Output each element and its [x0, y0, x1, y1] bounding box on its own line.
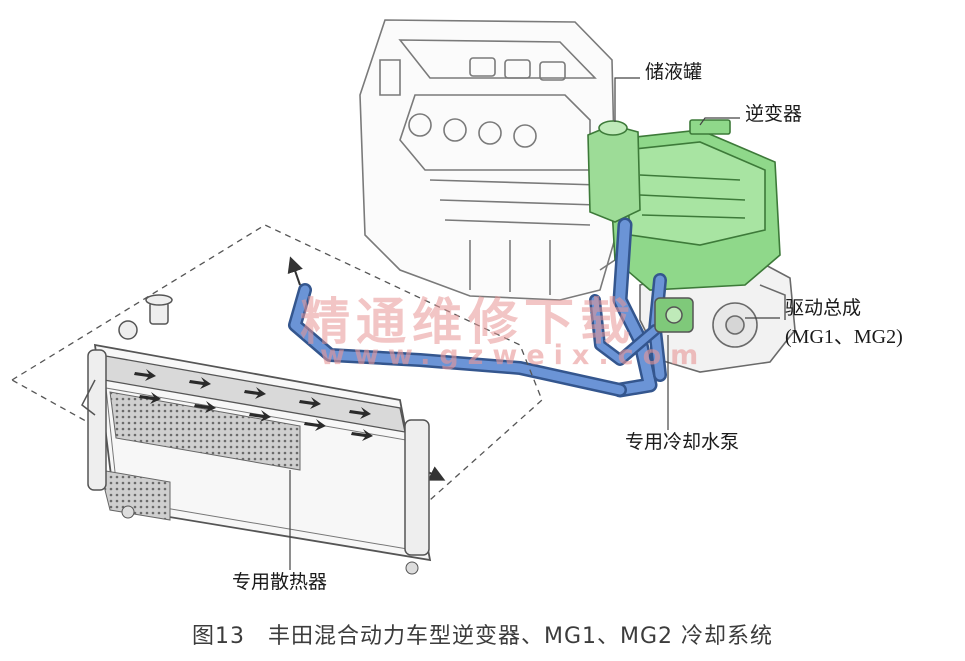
radiator	[81, 294, 432, 575]
coolant-reservoir	[587, 120, 641, 223]
flow-arrow-up	[287, 256, 303, 286]
label-drive-assembly: 驱动总成	[785, 297, 862, 319]
figure-caption: 图13 丰田混合动力车型逆变器、MG1、MG2 冷却系统	[191, 624, 774, 649]
watermark-url: www.gzweix.com	[320, 340, 708, 371]
watermark-text: 精通维修下载	[300, 292, 636, 351]
label-inverter: 逆变器	[745, 103, 803, 125]
label-radiator: 专用散热器	[232, 571, 328, 593]
leader-lines	[289, 77, 780, 570]
label-reservoir: 储液罐	[645, 61, 703, 83]
inverter-unit	[607, 119, 781, 291]
electric-water-pump	[654, 297, 694, 333]
coolant-hoses	[288, 217, 667, 398]
label-pump: 专用冷却水泵	[625, 431, 740, 453]
label-drive-assembly-mg: (MG1、MG2)	[785, 326, 903, 348]
